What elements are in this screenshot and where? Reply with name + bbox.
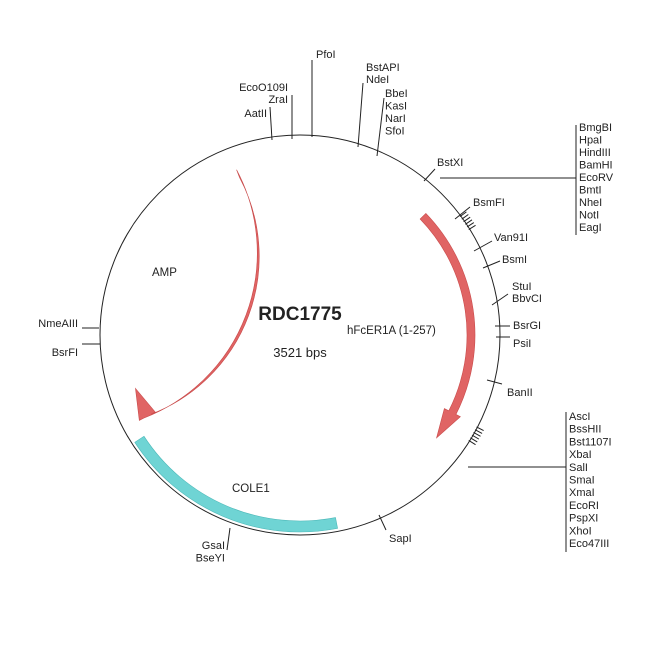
site-marker-line [454, 206, 471, 220]
site-label: SapI [389, 533, 412, 545]
site-hash-tick [473, 431, 481, 437]
site-group-aat: AatII [244, 106, 273, 141]
feature-label-cole1: COLE1 [232, 483, 270, 495]
cole1-block [134, 435, 338, 533]
site-label: EagI [579, 222, 602, 234]
site-label: XhoI [569, 525, 592, 537]
site-label: NarI [385, 113, 406, 125]
site-hash-tick [459, 211, 467, 218]
site-label: BsmFI [473, 197, 505, 209]
site-label: BmtI [579, 185, 602, 197]
site-marker-line [423, 168, 436, 182]
site-label: Bst1107I [569, 436, 612, 448]
site-label: NdeI [366, 74, 389, 86]
feature-label-amp: AMP [152, 267, 177, 279]
site-label: GsaI [202, 540, 225, 552]
site-hash-tick [468, 224, 476, 230]
site-label: BmgBI [579, 122, 612, 134]
site-label: StuI [512, 281, 532, 293]
site-group-bstxi: BstXI [423, 157, 463, 182]
site-hash-tick [466, 222, 475, 228]
site-group-pfo: PfoI [311, 49, 336, 137]
site-label: NheI [579, 197, 602, 209]
plasmid-size: 3521 bps [273, 345, 327, 360]
site-marker-line [486, 379, 503, 385]
site-label: NotI [579, 210, 599, 222]
site-label: BsrGI [513, 320, 541, 332]
hfcer1a-arrow [419, 213, 476, 439]
site-group-bsmi: BsmI [482, 254, 527, 269]
site-group-nmeaiii: NmeAIII [38, 318, 99, 330]
site-label: SalI [569, 462, 588, 474]
site-label: ZraI [268, 94, 288, 106]
site-group-van91i: Van91I [473, 232, 528, 252]
site-marker-line [357, 82, 364, 148]
site-marker-line [378, 514, 387, 531]
site-label: PfoI [316, 49, 336, 61]
site-group-bsmfi: BsmFI [454, 197, 505, 220]
site-label: HpaI [579, 135, 602, 147]
feature-label-hfcer1a: hFcER1A (1-257) [347, 325, 436, 337]
site-label: SmaI [569, 475, 595, 487]
site-group-mcs2: AscIBssHIIBst1107IXbaISalISmaIXmaIEcoRIP… [468, 411, 612, 552]
site-hash-tick [470, 437, 478, 443]
site-marker-line [376, 97, 385, 157]
site-label: EcoRI [569, 500, 599, 512]
site-label: HindIII [579, 147, 611, 159]
site-label: BsrFI [52, 347, 78, 359]
site-hash-tick [476, 426, 484, 432]
site-label: BbeI [385, 88, 408, 100]
site-label: AscI [569, 411, 590, 423]
site-label: EcoRV [579, 172, 614, 184]
site-marker-line [491, 293, 509, 306]
site-label: BssHII [569, 424, 601, 436]
site-label: BstXI [437, 157, 463, 169]
site-hash-tick [471, 434, 480, 440]
site-marker-line [269, 106, 273, 141]
site-label: XbaI [569, 449, 592, 461]
site-label: KasI [385, 101, 407, 113]
site-label: SfoI [385, 126, 405, 138]
plasmid-name: RDC1775 [258, 304, 342, 325]
site-label: Eco47III [569, 538, 609, 550]
site-label: BamHI [579, 160, 613, 172]
site-label: BseYI [196, 553, 225, 565]
site-group-psii: PsiI [496, 336, 531, 350]
site-label: NmeAIII [38, 318, 78, 330]
amp-arrow [135, 169, 260, 421]
site-label: AatII [244, 108, 267, 120]
site-label: BstAPI [366, 62, 400, 74]
site-hash-tick [474, 429, 483, 434]
site-label: PsiI [513, 338, 531, 350]
site-hash-tick [468, 440, 476, 446]
site-label: XmaI [569, 487, 595, 499]
site-label: EcoO109I [239, 82, 288, 94]
site-marker-line [482, 260, 501, 269]
site-label: BsmI [502, 254, 527, 266]
site-label: PspXI [569, 513, 598, 525]
site-hash-tick [465, 219, 473, 225]
site-group-bsrfi: BsrFI [52, 343, 100, 359]
site-group-banii: BanII [486, 379, 533, 399]
site-label: BanII [507, 387, 533, 399]
site-hash-tick [463, 216, 471, 223]
site-hash-tick [461, 214, 469, 220]
site-marker-line [226, 527, 231, 551]
backbone-circle [99, 134, 501, 536]
site-marker-line [473, 240, 493, 252]
site-group-sapi: SapI [378, 514, 412, 545]
site-group-mcs1: BmgBIHpaIHindIIIBamHIEcoRVBmtINheINotIEa… [440, 122, 614, 235]
site-label: BbvCI [512, 293, 542, 305]
site-label: Van91I [494, 232, 528, 244]
site-group-bsrgi: BsrGI [495, 320, 541, 332]
